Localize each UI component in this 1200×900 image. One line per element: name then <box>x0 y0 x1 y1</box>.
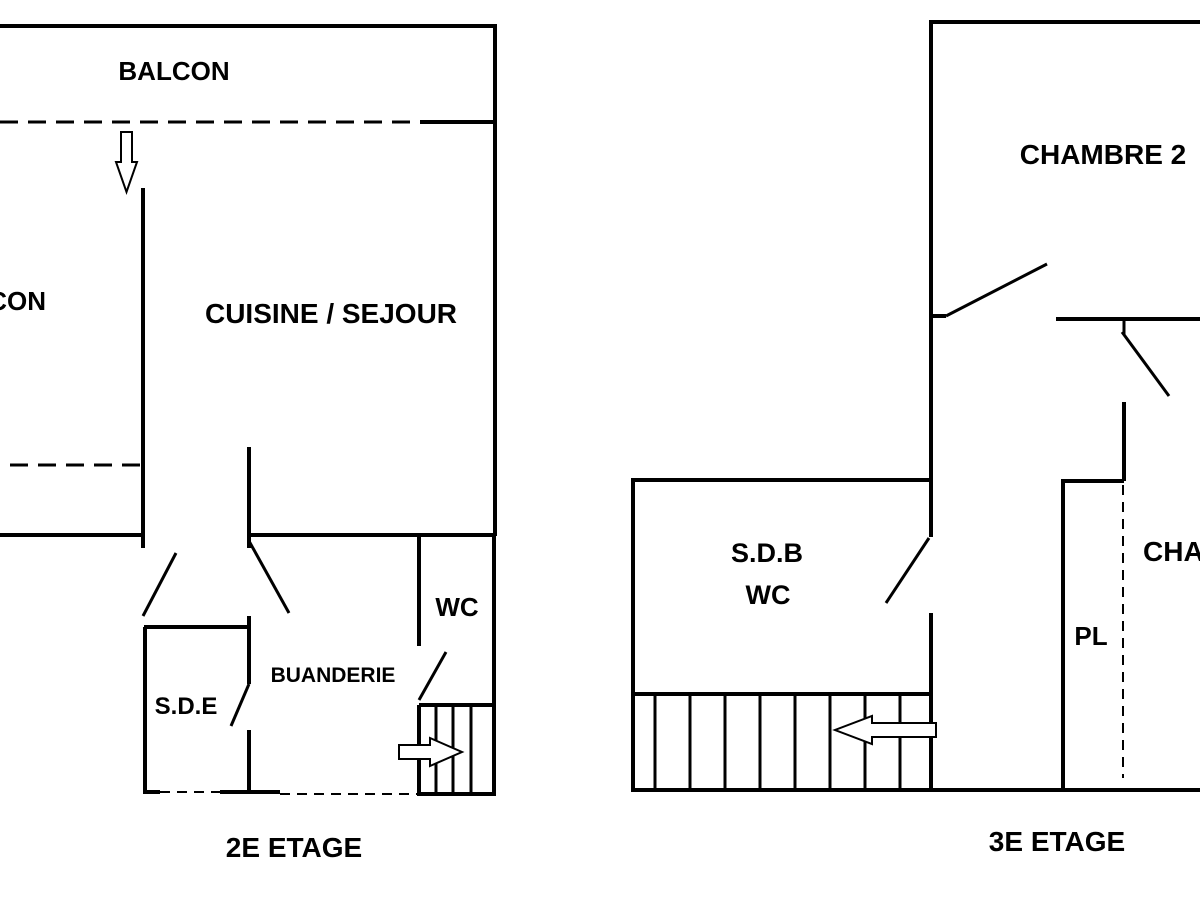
room-label-sde: S.D.E <box>155 693 218 720</box>
floor-2-door-swings <box>141 540 448 727</box>
entry-arrow-down-icon <box>114 131 139 196</box>
floor-2-title: 2E ETAGE <box>226 832 362 863</box>
room-label-balcon-left: ALCON <box>0 286 46 316</box>
room-label-balcon: BALCON <box>118 56 229 86</box>
floor-3-stairs <box>653 694 902 790</box>
room-label-sdb-wc: WC <box>746 580 791 610</box>
room-label-chambre-right: CHA <box>1143 536 1200 567</box>
room-label-chambre-2: CHAMBRE 2 <box>1020 139 1186 170</box>
floor-2-walls <box>0 24 497 796</box>
room-label-cuisine-sejour: CUISINE / SEJOUR <box>205 298 457 329</box>
floor-3-plan: CHAMBRE 2 S.D.B WC CHA PL 3E ETAGE <box>631 20 1200 857</box>
floor-3-title: 3E ETAGE <box>989 826 1125 857</box>
stairs-arrow-left-icon <box>832 714 937 746</box>
room-label-buanderie: BUANDERIE <box>271 664 396 687</box>
floor-3-walls <box>631 20 1200 792</box>
floor-2-plan: BALCON ALCON CUISINE / SEJOUR WC BUANDER… <box>0 24 497 863</box>
floor-2-dashed-lines <box>0 120 420 795</box>
floor-3-door-swings <box>884 262 1171 604</box>
stairs-arrow-right-icon <box>398 736 465 768</box>
room-label-pl: PL <box>1074 621 1107 651</box>
room-label-wc: WC <box>435 592 479 622</box>
room-label-sdb: S.D.B <box>731 538 803 568</box>
